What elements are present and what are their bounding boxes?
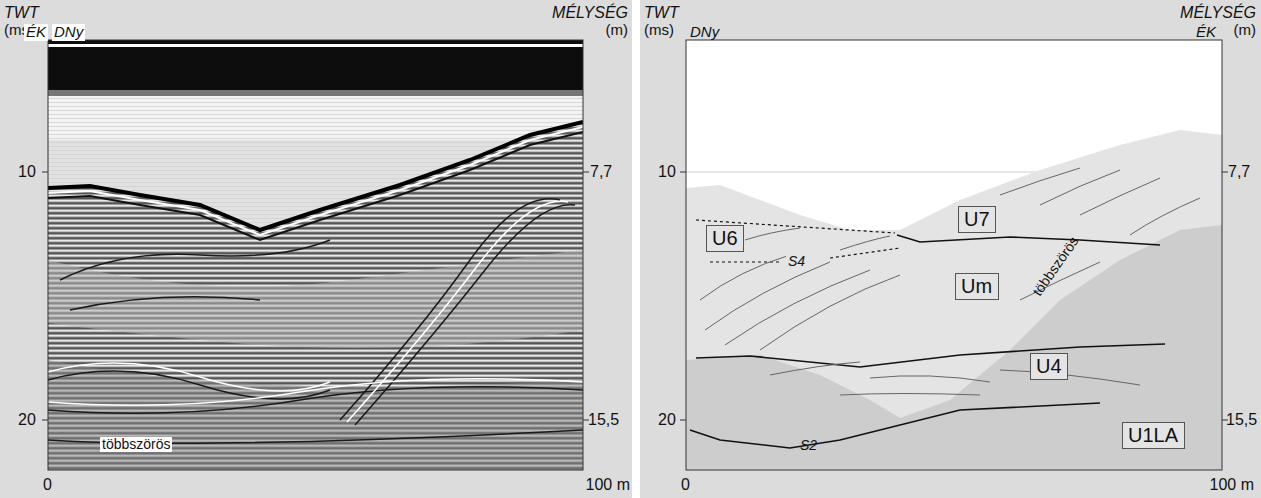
unit-label: U4: [1036, 355, 1062, 378]
axis-label: 0: [43, 476, 52, 494]
unit-label: U6: [712, 227, 738, 250]
unit-box: U7: [958, 206, 996, 233]
axis-label: S4: [786, 254, 807, 269]
axis-label: 15,5: [1226, 411, 1257, 429]
unit-label: U1LA: [1128, 424, 1179, 447]
axis-label: DNy: [690, 24, 719, 41]
axis-label: MÉLYSÉG: [1180, 4, 1256, 22]
axis-label: TWT: [644, 4, 679, 22]
axis-label: többszörös: [100, 437, 172, 452]
axis-label: ÉK: [1196, 24, 1216, 41]
unit-box: U6: [706, 225, 744, 252]
axis-label: 15,5: [588, 411, 619, 429]
axis-label: 7,7: [1228, 163, 1250, 181]
axis-label: TWT: [4, 4, 39, 22]
axis-label: (ms): [644, 22, 674, 39]
unit-box: U1LA: [1122, 422, 1185, 449]
axis-label: 100 m: [1210, 476, 1254, 494]
axis-label: S2: [800, 438, 817, 453]
axis-label: 10: [658, 163, 676, 181]
axis-label: (m): [606, 22, 629, 39]
axis-label: (m): [1234, 22, 1257, 39]
axis-label: 7,7: [590, 163, 612, 181]
unit-label: U7: [964, 208, 990, 231]
unit-box: U4: [1030, 353, 1068, 380]
axis-label: 100 m: [586, 476, 630, 494]
axis-label: DNy: [52, 24, 85, 41]
axis-label: ÉK: [24, 24, 48, 41]
axis-label: MÉLYSÉG: [552, 4, 628, 22]
axis-label: 10: [18, 163, 36, 181]
unit-label: Um: [961, 275, 993, 298]
axis-label: 20: [658, 411, 676, 429]
axis-label: 20: [18, 411, 36, 429]
unit-box: Um: [955, 273, 999, 300]
axis-label: 0: [681, 476, 690, 494]
